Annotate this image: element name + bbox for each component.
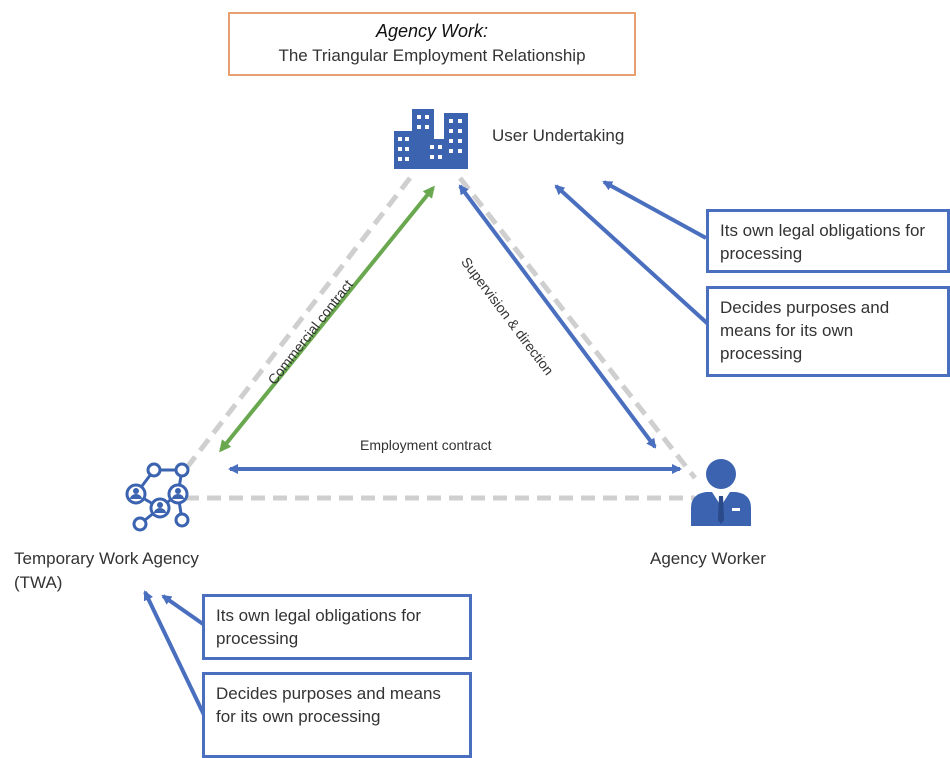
agency-label-line1: Temporary Work Agency xyxy=(14,549,199,568)
agency-worker-label: Agency Worker xyxy=(650,549,766,568)
title-box: Agency Work: The Triangular Employment R… xyxy=(228,12,636,76)
title: Agency Work: xyxy=(375,21,489,41)
network-people-icon xyxy=(125,462,190,532)
subtitle: The Triangular Employment Relationship xyxy=(278,46,586,65)
user-undertaking-label: User Undertaking xyxy=(492,126,625,145)
user-obligations-note: Its own legal obligations for processing xyxy=(706,209,950,273)
commercial-contract-arrow xyxy=(219,185,435,453)
callout-arrow-user-obligations xyxy=(602,180,707,240)
agency-label: Temporary Work Agency (TWA) xyxy=(14,547,199,595)
callout-arrow-user-decides xyxy=(554,184,710,326)
agency-obligations-note: Its own legal obligations for processing xyxy=(202,594,472,660)
user-decides-note: Decides purposes and means for its own p… xyxy=(706,286,950,377)
supervision-arrow xyxy=(458,184,657,449)
person-suit-icon xyxy=(691,459,751,526)
callout-arrow-agency-obligations xyxy=(161,594,205,626)
agency-label-line2: (TWA) xyxy=(14,573,63,592)
buildings-icon xyxy=(394,109,468,169)
agency-decides-note: Decides purposes and means for its own p… xyxy=(202,672,472,758)
callout-arrow-agency-decides xyxy=(143,590,207,718)
employment-contract-label: Employment contract xyxy=(360,437,492,453)
